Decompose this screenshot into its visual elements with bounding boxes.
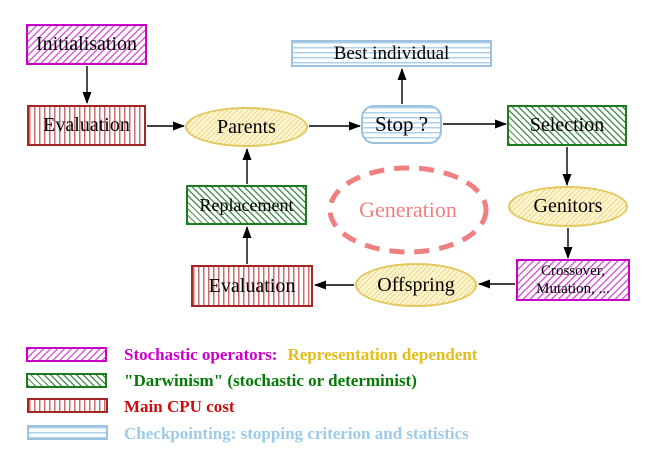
legend-text-checkpointing: Checkpointing: stopping criterion and st…: [124, 424, 469, 443]
node-initialisation-label: Initialisation: [35, 33, 138, 55]
legend-swatch-darwinism: [26, 373, 107, 388]
legend-text-stochastic-operators: Stochastic operators: Representation depe…: [124, 345, 477, 365]
node-offspring: Offspring: [355, 263, 477, 307]
node-genitors: Genitors: [508, 186, 628, 227]
node-initialisation: Initialisation: [26, 24, 147, 65]
legend-swatch-main-cpu-cost: [27, 398, 108, 413]
node-parents: Parents: [185, 107, 308, 147]
node-offspring-label: Offspring: [377, 273, 455, 296]
node-evaluation-top: Evaluation: [27, 105, 146, 146]
node-best-individual-label: Best individual: [333, 42, 450, 64]
legend-text-darwinism: "Darwinism" (stochastic or determinist): [124, 371, 417, 390]
node-evaluation-bottom: Evaluation: [191, 265, 313, 307]
node-crossover-line2: Mutation, ...: [536, 281, 610, 297]
node-parents-label: Parents: [217, 115, 276, 138]
node-evaluation-bottom-label: Evaluation: [208, 274, 296, 297]
node-selection: Selection: [507, 105, 627, 146]
node-genitors-label: Genitors: [533, 195, 603, 217]
legend-representation-dependent-label: Representation dependent: [287, 345, 478, 364]
node-stop-label: Stop ?: [374, 112, 429, 136]
node-selection-label: Selection: [529, 114, 605, 136]
node-replacement-label: Replacement: [199, 194, 294, 215]
legend-swatch-checkpointing: [27, 425, 108, 440]
node-crossover-mutation: Crossover, Mutation, ...: [516, 259, 630, 301]
node-evaluation-top-label: Evaluation: [43, 114, 130, 136]
generation-dashed-ellipse: [327, 165, 489, 255]
generation-label: Generation: [359, 197, 457, 222]
node-stop: Stop ?: [361, 105, 442, 144]
node-crossover-line1: Crossover,: [541, 263, 605, 279]
legend-stochastic-label: Stochastic operators:: [124, 345, 278, 364]
legend-text-main-cpu-cost: Main CPU cost: [124, 397, 235, 416]
node-replacement: Replacement: [186, 185, 307, 225]
node-best-individual: Best individual: [291, 40, 492, 67]
legend-swatch-stochastic-operators: [26, 347, 107, 362]
